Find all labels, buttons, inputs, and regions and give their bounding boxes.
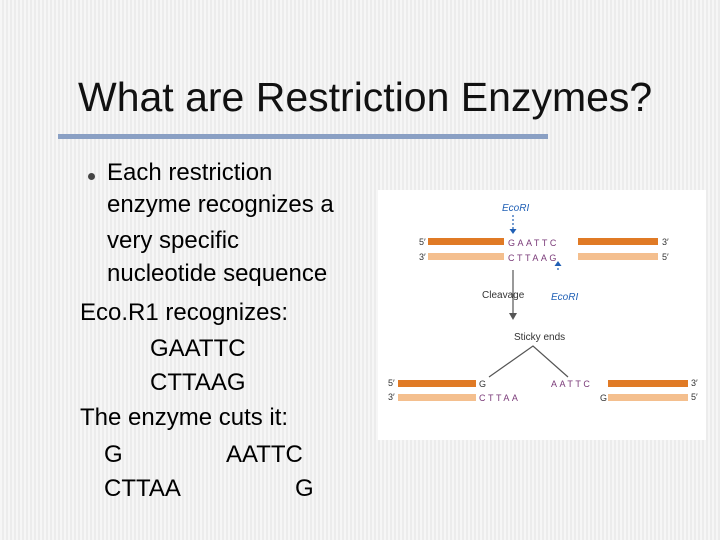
overhang-base: A bbox=[512, 393, 521, 403]
bullet-line-4: nucleotide sequence bbox=[107, 260, 328, 287]
right-fragment-lower-base: G bbox=[600, 393, 607, 403]
sticky-ends-label: Sticky ends bbox=[514, 332, 565, 343]
cut-row-1-right: AATTC bbox=[226, 441, 303, 468]
overhang-base: T bbox=[567, 379, 575, 389]
slide-title: What are Restriction Enzymes? bbox=[78, 74, 653, 120]
bottom-base: G bbox=[549, 253, 559, 263]
bullet-line-2: enzyme recognizes a bbox=[107, 191, 334, 218]
cut-row-2-right: G bbox=[295, 475, 314, 502]
top-base: T bbox=[534, 238, 542, 248]
top-dna-upper-sequence: GAATTC bbox=[508, 238, 559, 248]
lower-cut-arrowhead-icon bbox=[554, 261, 562, 266]
overhang-base: A bbox=[503, 393, 512, 403]
bottom-base: C bbox=[508, 253, 517, 263]
enzyme-arrowhead-icon bbox=[509, 229, 517, 234]
recognition-top-sequence: GAATTC bbox=[150, 335, 246, 362]
overhang-base: T bbox=[496, 393, 503, 403]
top-dna-lower-left-strand bbox=[428, 253, 504, 260]
bottom-base: A bbox=[541, 253, 550, 263]
top-dna-right-5prime-label: 5′ bbox=[662, 252, 669, 262]
top-base: A bbox=[518, 238, 527, 248]
top-dna-upper-left-strand bbox=[428, 238, 504, 245]
left-fragment-overhang: CTTAA bbox=[479, 393, 520, 403]
overhang-base: A bbox=[551, 379, 560, 389]
bullet-marker bbox=[88, 173, 95, 180]
overhang-base: A bbox=[560, 379, 568, 389]
left-fragment-5prime-label: 5′ bbox=[388, 378, 395, 388]
overhang-base: T bbox=[488, 393, 496, 403]
title-underline bbox=[58, 134, 548, 139]
cleavage-label: Cleavage bbox=[482, 290, 525, 301]
right-fragment-lower-strand bbox=[608, 394, 688, 401]
left-fragment-upper-strand bbox=[398, 380, 476, 387]
right-fragment-5prime-label: 5′ bbox=[691, 392, 698, 402]
top-dna-upper-right-strand bbox=[578, 238, 658, 245]
top-base: C bbox=[550, 238, 559, 248]
enzyme-cuts-line: The enzyme cuts it: bbox=[80, 404, 289, 431]
recognition-bottom-sequence: CTTAAG bbox=[150, 369, 246, 396]
top-dna-lower-right-strand bbox=[578, 253, 658, 260]
sticky-ends-pointer-icon bbox=[488, 345, 569, 378]
right-fragment-3prime-label: 3′ bbox=[691, 378, 698, 388]
bottom-base: A bbox=[532, 253, 541, 263]
overhang-base: C bbox=[479, 393, 488, 403]
overhang-base: C bbox=[583, 379, 592, 389]
ecor1-recognizes-line: Eco.R1 recognizes: bbox=[80, 299, 289, 326]
left-fragment-upper-base: G bbox=[479, 379, 486, 389]
bottom-base: T bbox=[525, 253, 532, 263]
overhang-base: T bbox=[575, 379, 583, 389]
top-dna-lower-sequence: CTTAAG bbox=[508, 253, 559, 263]
top-dna-right-3prime-label: 3′ bbox=[662, 237, 669, 247]
bottom-base: T bbox=[517, 253, 525, 263]
right-fragment-overhang: AATTC bbox=[551, 379, 592, 389]
second-enzyme-label: EcoRI bbox=[551, 292, 578, 303]
top-dna-3prime-label: 3′ bbox=[419, 252, 426, 262]
top-base: A bbox=[526, 238, 534, 248]
top-dna-5prime-label: 5′ bbox=[419, 237, 426, 247]
left-fragment-lower-strand bbox=[398, 394, 476, 401]
right-fragment-upper-strand bbox=[608, 380, 688, 387]
cut-row-1-left: G bbox=[104, 441, 123, 468]
ecori-diagram: EcoRI 5′ 3′ GAATTC CTTAAG 3′ 5′ Cleavage… bbox=[378, 190, 706, 440]
enzyme-label: EcoRI bbox=[502, 203, 529, 214]
cleavage-arrowhead-icon bbox=[509, 313, 517, 320]
bullet-line-3: very specific bbox=[107, 227, 240, 254]
left-fragment-3prime-label: 3′ bbox=[388, 392, 395, 402]
top-base: G bbox=[508, 238, 518, 248]
top-base: T bbox=[542, 238, 550, 248]
bullet-line-1: Each restriction bbox=[107, 159, 273, 186]
cut-row-2-left: CTTAA bbox=[104, 475, 181, 502]
